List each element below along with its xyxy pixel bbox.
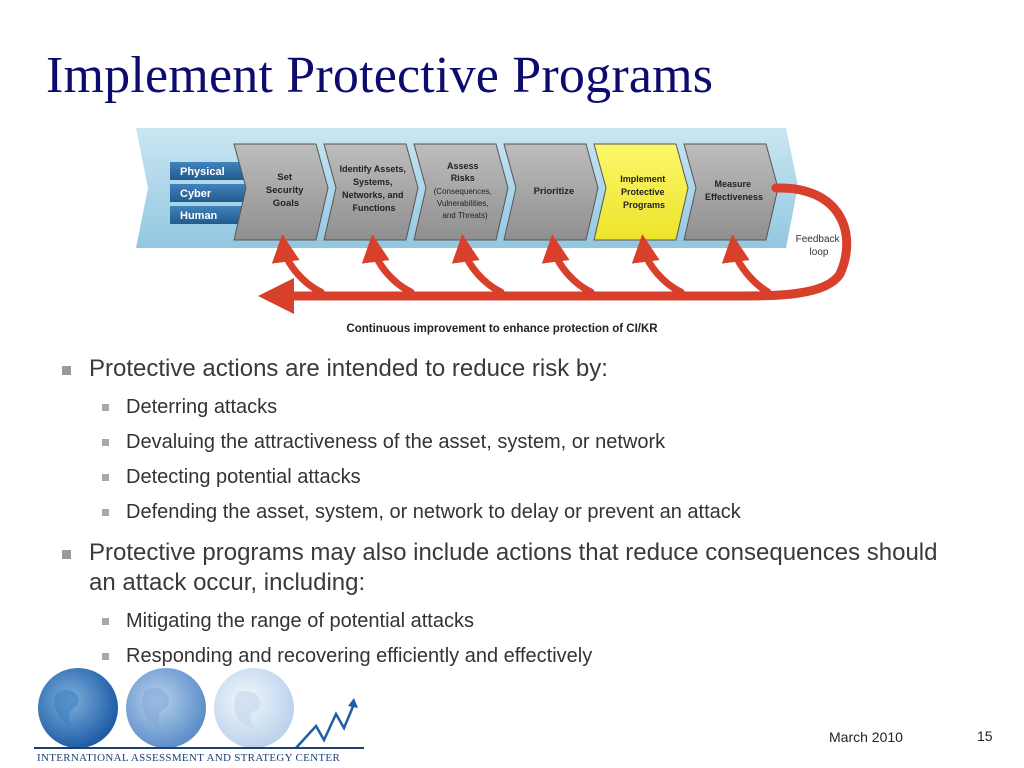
input-cyber-box [170, 184, 246, 202]
svg-text:Implement Protective: Implement Protective Programs [620, 174, 668, 210]
sub-bullet-2-1-text: Mitigating the range of potential attack… [126, 610, 474, 632]
step-3-line-1: Assess [447, 161, 479, 171]
globe-icon [38, 668, 118, 748]
step-4-line-1: Prioritize [534, 186, 575, 197]
feedback-arrows [258, 183, 852, 314]
return-arrow-2 [361, 234, 415, 296]
sub-bullet-1-1: Deterring attacks [62, 395, 962, 419]
org-name: INTERNATIONAL ASSESSMENT AND STRATEGY CE… [37, 752, 341, 764]
step-2-line-4: Functions [353, 203, 396, 213]
step-3-line-4: Vulnerabilities, [437, 199, 489, 208]
sub-bullet-1-4: Defending the asset, system, or network … [62, 500, 962, 524]
sub-bullet-marker [102, 653, 109, 660]
step-chevron-6: Measure Effectiveness [683, 143, 779, 241]
bullet-1-text: Protective actions are intended to reduc… [89, 355, 608, 382]
feedback-loop-label: Feedback loop [796, 234, 843, 258]
step-3-line-2: Risks [451, 173, 475, 183]
bullet-2: Protective programs may also include act… [62, 538, 962, 598]
page-number: 15 [977, 728, 993, 744]
return-arrow-3 [451, 234, 505, 296]
input-physical-label: Physical [180, 166, 225, 178]
step-5-line-2: Protective [621, 187, 665, 197]
svg-text:Set Security Goals: Set Security Goals [266, 172, 306, 209]
sub-bullet-2-1: Mitigating the range of potential attack… [62, 609, 962, 633]
step-chevron-5-highlighted: Implement Protective Programs [593, 143, 689, 241]
step-chevron-2: Identify Assets, Systems, Networks, and … [323, 143, 419, 241]
step-chevron-3: Assess Risks (Consequences, Vulnerabilit… [413, 143, 509, 241]
step-6-line-1: Measure [714, 179, 751, 189]
input-boxes: Physical Cyber Human [170, 162, 246, 224]
bullet-1: Protective actions are intended to reduc… [62, 354, 962, 384]
sub-bullet-marker [102, 474, 109, 481]
step-1-line-2: Security [266, 185, 304, 196]
sub-bullet-1-3-text: Detecting potential attacks [126, 466, 361, 488]
input-physical-box [170, 162, 246, 180]
footer-date: March 2010 [829, 729, 903, 745]
step-1-line-3: Goals [273, 198, 299, 209]
sub-bullet-1-1-text: Deterring attacks [126, 396, 278, 418]
step-2-line-1: Identify Assets, [340, 164, 406, 174]
org-logo [34, 668, 364, 749]
sub-bullet-marker [102, 404, 109, 411]
bullet-list: Protective actions are intended to reduc… [62, 348, 962, 668]
step-3-line-5: and Threats) [442, 211, 488, 220]
return-arrow-5 [631, 234, 685, 296]
return-arrow-6 [721, 234, 772, 296]
sub-bullet-1-2: Devaluing the attractiveness of the asse… [62, 430, 962, 454]
sub-bullet-1-4-text: Defending the asset, system, or network … [126, 501, 741, 523]
bullet-2-text: Protective programs may also include act… [89, 539, 938, 596]
input-human-label: Human [180, 210, 218, 222]
step-3-line-3: (Consequences, [434, 187, 492, 196]
svg-text:Identify Assets, Systems: Identify Assets, Systems, Networks, and … [340, 164, 409, 213]
process-diagram: Physical Cyber Human Set Security Goals … [136, 128, 852, 335]
input-cyber-label: Cyber [180, 188, 212, 200]
svg-text:Prioritize: Prioritize [534, 186, 575, 197]
svg-text:Assess Risks (Cons: Assess Risks (Consequences, Vulnerabilit… [434, 156, 497, 220]
return-arrow-1 [271, 234, 325, 296]
bullet-marker [62, 550, 71, 559]
step-5-line-1: Implement [620, 174, 665, 184]
sub-bullet-1-3: Detecting potential attacks [62, 465, 962, 489]
step-2-line-2: Systems, [353, 177, 393, 187]
step-6-line-2: Effectiveness [705, 192, 763, 202]
step-5-line-3: Programs [623, 200, 665, 210]
return-arrow-4 [541, 234, 595, 296]
sub-bullet-1-2-text: Devaluing the attractiveness of the asse… [126, 431, 666, 453]
input-human-box [170, 206, 246, 224]
bullet-marker [62, 366, 71, 375]
trend-arrow-icon [295, 703, 356, 749]
sub-bullet-2-2-text: Responding and recovering efficiently an… [126, 645, 593, 667]
sub-bullet-marker [102, 618, 109, 625]
globe-icon [126, 668, 206, 748]
sub-bullet-marker [102, 509, 109, 516]
step-chevron-4: Prioritize [503, 143, 599, 241]
sub-bullet-marker [102, 439, 109, 446]
svg-text:Measure Effectiveness: Measure Effectiveness [705, 179, 763, 202]
slide-title: Implement Protective Programs [46, 47, 714, 104]
diagram-caption: Continuous improvement to enhance protec… [346, 323, 658, 335]
step-2-line-3: Networks, and [342, 190, 404, 200]
sub-bullet-2-2: Responding and recovering efficiently an… [62, 644, 962, 668]
step-chevron-1: Set Security Goals [233, 143, 329, 241]
step-1-line-1: Set [277, 172, 293, 183]
feedback-outer-loop [258, 183, 852, 314]
